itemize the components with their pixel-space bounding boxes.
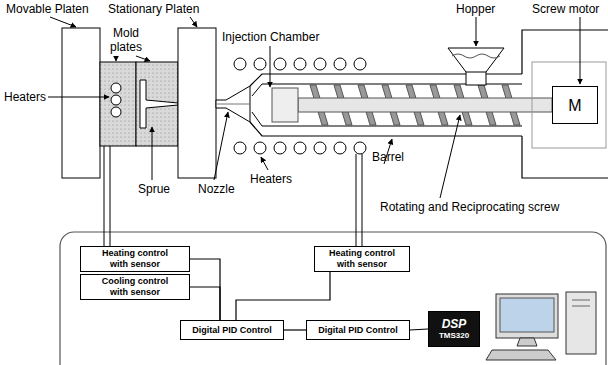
- leader-line: [152, 127, 153, 180]
- mold-heater: [111, 107, 121, 117]
- keyboard: [486, 350, 556, 360]
- hopper-shape: [448, 48, 504, 72]
- sprue-shape: [140, 80, 178, 128]
- mold-plate: [136, 62, 178, 146]
- node-text: Heating control with sensor: [96, 248, 174, 270]
- signal-line: [190, 259, 220, 320]
- signal-line: [190, 287, 220, 320]
- heater-coil: [334, 142, 346, 154]
- part-label: Movable Platen: [6, 2, 89, 16]
- part-label: Nozzle: [198, 182, 235, 196]
- leader-line: [190, 17, 197, 27]
- heater-coil: [254, 58, 266, 70]
- signal-line: [284, 329, 306, 330]
- leader-line: [48, 97, 109, 98]
- stationary-platen: [178, 28, 216, 178]
- movable-platen: [62, 28, 100, 178]
- mold-plate: [100, 62, 136, 146]
- node-text: TMS320: [439, 331, 469, 341]
- signal-line: [236, 272, 330, 320]
- leader-line: [50, 17, 76, 27]
- heater-coil: [354, 58, 366, 70]
- leader-lines: [48, 17, 580, 198]
- motor-housing: [522, 30, 608, 178]
- leader-line: [580, 17, 581, 84]
- mold-heater: [111, 83, 121, 93]
- part-label: Screw motor: [532, 2, 599, 16]
- leader-line: [476, 17, 477, 46]
- heater-coil: [274, 58, 286, 70]
- node-text: Cooling control with sensor: [96, 276, 174, 298]
- heater-coil: [234, 58, 246, 70]
- injection-plunger: [272, 88, 298, 122]
- part-label: Rotating and Reciprocating screw: [380, 200, 559, 214]
- part-label: Sprue: [138, 182, 170, 196]
- screw-shaft: [298, 98, 552, 112]
- part-label: Hopper: [456, 2, 495, 16]
- nozzle-channel: [216, 104, 250, 105]
- leader-line: [214, 112, 228, 180]
- heater-coil: [314, 58, 326, 70]
- control-box: Heating control with sensor: [314, 246, 410, 272]
- motor-box: M: [552, 86, 598, 124]
- part-label: Heaters: [250, 172, 292, 186]
- hopper-material: [452, 54, 500, 58]
- heater-coil: [354, 142, 366, 154]
- node-text: Heating control with sensor: [323, 248, 401, 270]
- barrel-heaters: [234, 58, 366, 154]
- heater-coil: [294, 142, 306, 154]
- monitor-stand: [517, 338, 537, 346]
- heater-coil: [334, 58, 346, 70]
- leader-line: [270, 46, 271, 87]
- control-box: Cooling control with sensor: [80, 274, 190, 300]
- node-text: Digital PID Control: [318, 325, 398, 336]
- housing-inner: [532, 62, 606, 148]
- nozzle-shape: [216, 86, 250, 122]
- pid-box: Digital PID Control: [306, 320, 410, 340]
- signal-line: [410, 329, 428, 330]
- pid-box: Digital PID Control: [180, 320, 284, 340]
- heater-coil: [234, 142, 246, 154]
- control-box: Heating control with sensor: [80, 246, 190, 272]
- heater-coil: [294, 58, 306, 70]
- leader-line: [261, 157, 268, 170]
- control-panel: [60, 232, 606, 365]
- leader-line: [440, 115, 460, 198]
- part-label: Injection Chamber: [222, 30, 319, 44]
- leader-line: [116, 56, 117, 61]
- part-label: Stationary Platen: [108, 2, 199, 16]
- mold-heater: [111, 95, 121, 105]
- node-text: Digital PID Control: [192, 325, 272, 336]
- node-text: M: [568, 96, 581, 115]
- dsp-chip: DSPTMS320: [428, 311, 480, 347]
- monitor-screen: [500, 298, 554, 332]
- part-label: Barrel: [372, 150, 404, 164]
- heater-wire: [356, 154, 362, 246]
- computer-tower: [566, 292, 596, 354]
- heater-wire: [104, 146, 110, 246]
- tower-drives: [572, 300, 590, 306]
- computer-monitor: [496, 294, 558, 338]
- part-label: Mold plates: [104, 26, 148, 54]
- leader-line: [136, 56, 150, 61]
- part-label: Heaters: [4, 90, 46, 104]
- heater-coil: [274, 142, 286, 154]
- heater-coil: [314, 142, 326, 154]
- node-text: DSP: [442, 317, 467, 331]
- heater-coil: [254, 142, 266, 154]
